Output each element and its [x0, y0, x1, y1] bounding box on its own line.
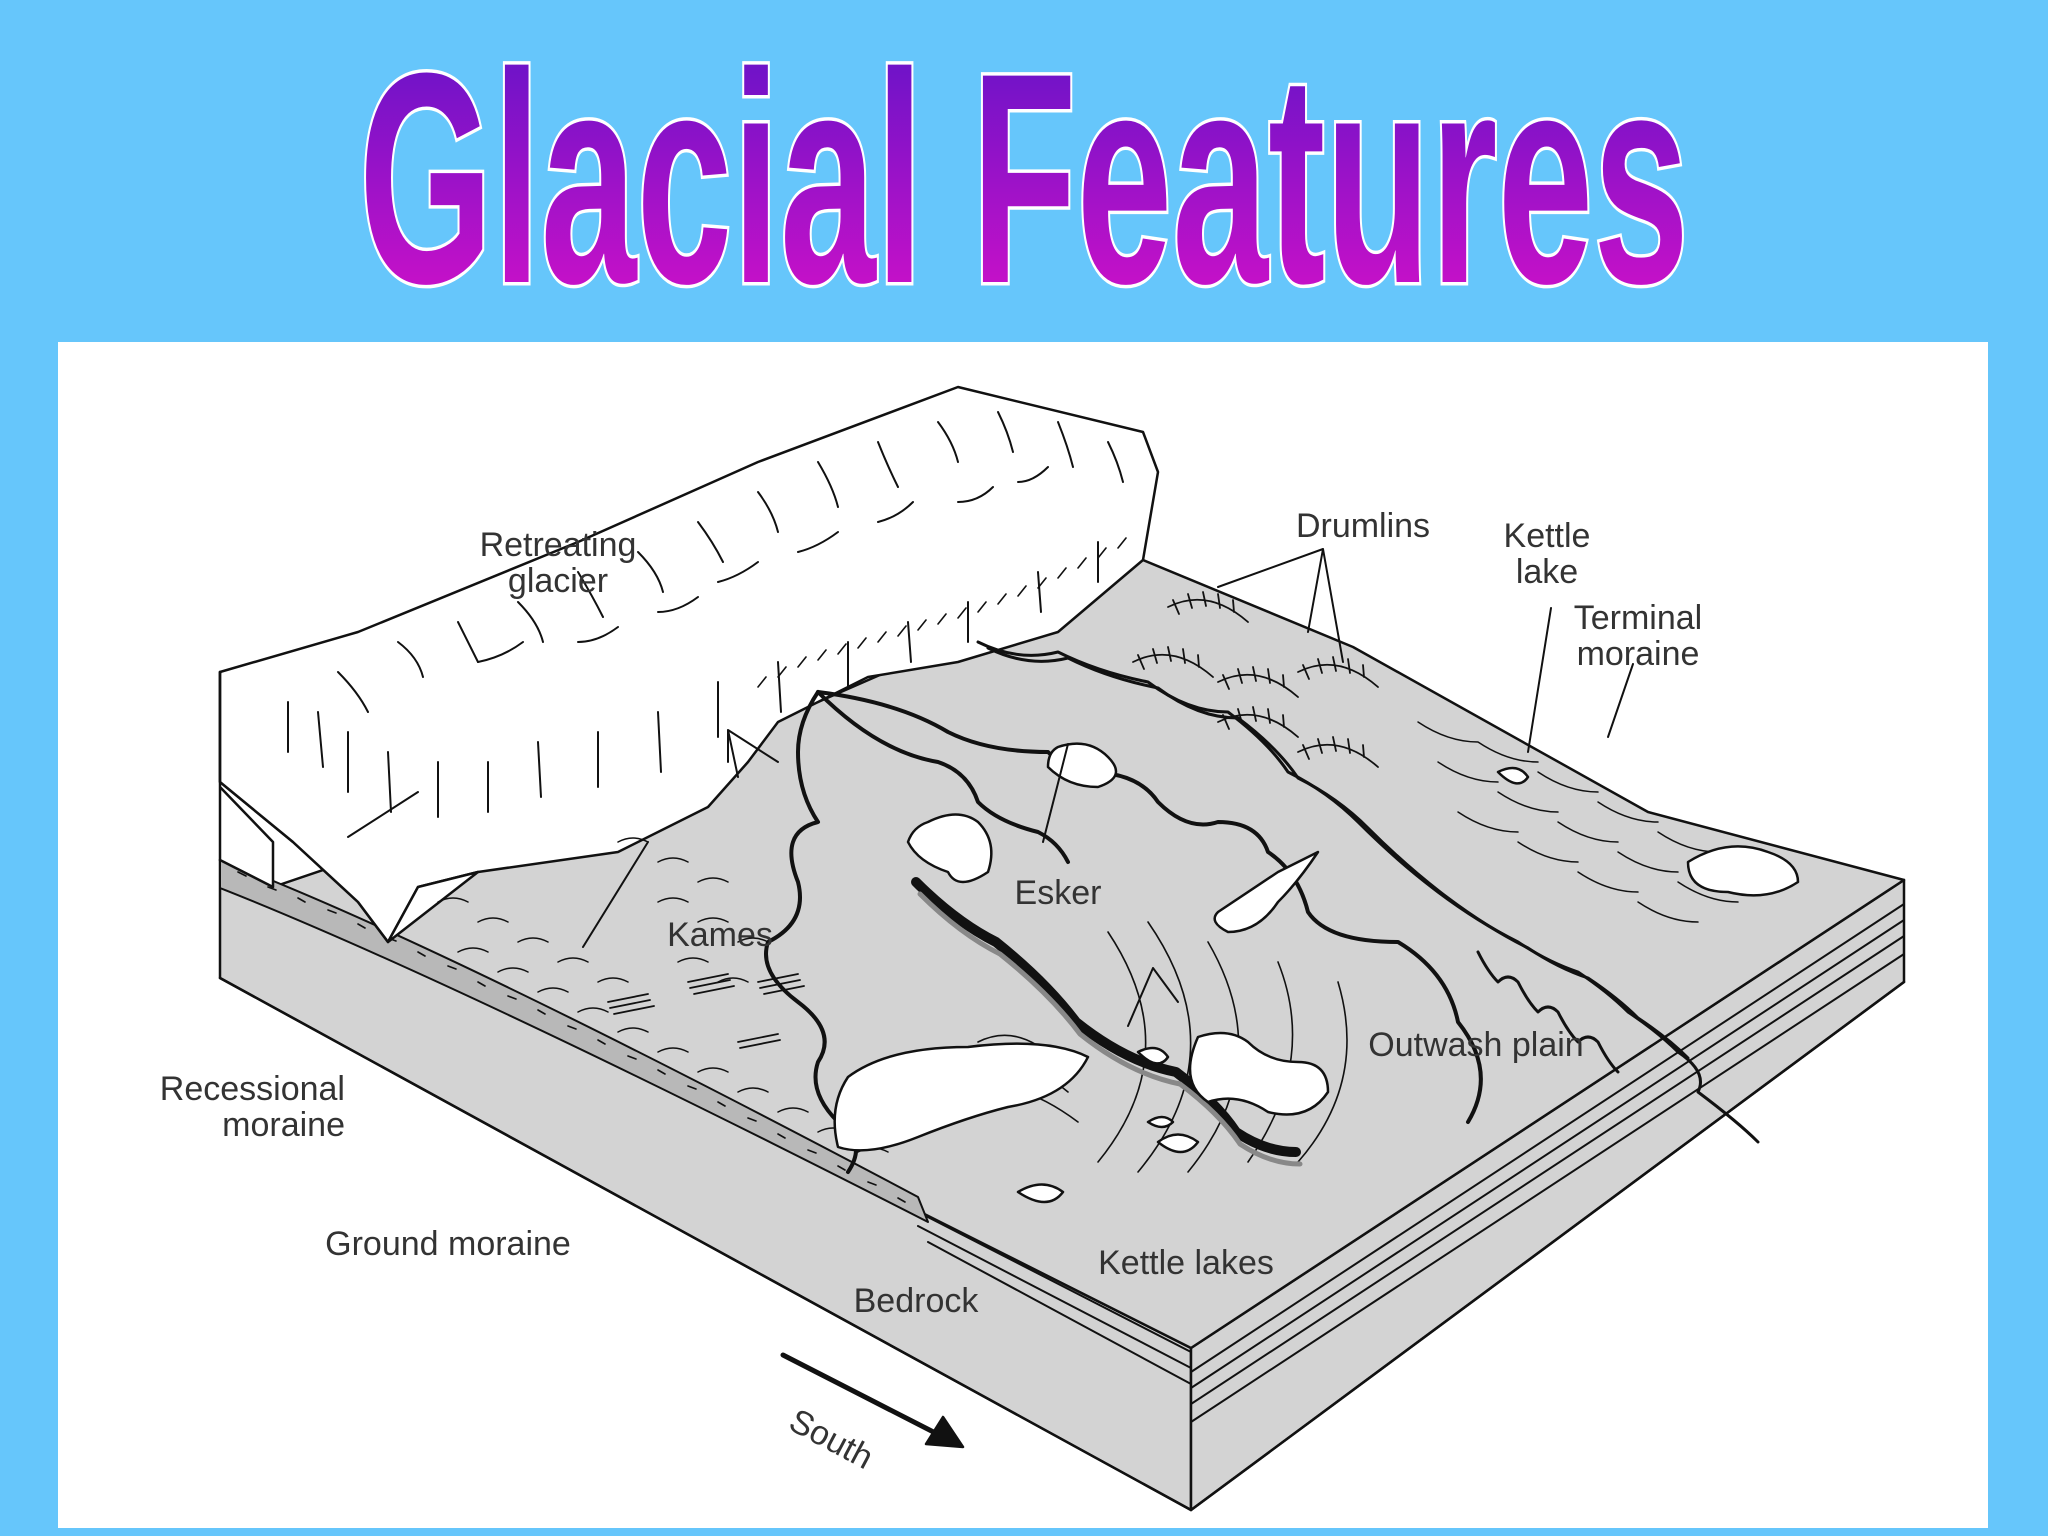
leader-lines — [347, 548, 1634, 1027]
glacial-block-diagram: Retreating glacier Drumlins Kettle lake … — [160, 385, 1906, 1512]
labels: Retreating glacier Drumlins Kettle lake … — [160, 507, 1702, 1477]
page-title: Glacial Features — [359, 10, 1689, 330]
kettle-lake — [906, 813, 993, 884]
label-retreating-glacier: Retreating — [480, 526, 637, 564]
label-esker: Esker — [1015, 874, 1102, 912]
diagram-panel: Retreating glacier Drumlins Kettle lake … — [58, 342, 1988, 1528]
label-recessional-moraine: Recessional — [160, 1070, 345, 1108]
block-bottom-edge — [218, 976, 1906, 1512]
label-kames: Kames — [667, 916, 773, 954]
kettle-lake — [1213, 850, 1320, 934]
label-kettle-lake: lake — [1516, 553, 1578, 591]
esker-ridge — [911, 877, 1301, 1157]
lakes — [833, 742, 1800, 1204]
kettle-lake — [1188, 1031, 1330, 1116]
bedrock-strata — [1190, 903, 1905, 1423]
recessional-moraine-hatch — [437, 837, 889, 1153]
label-kettle-lakes: Kettle lakes — [1098, 1244, 1274, 1282]
bedrock-strata-front — [917, 1211, 1192, 1385]
braided-stream — [976, 640, 1760, 1144]
label-south: South — [783, 1402, 879, 1477]
label-terminal-moraine: moraine — [1577, 635, 1700, 673]
esker-shadow — [917, 891, 1303, 1167]
title-banner: Glacial Features — [0, 0, 2048, 350]
label-bedrock: Bedrock — [854, 1282, 980, 1320]
kettle-lake — [1686, 845, 1800, 897]
south-arrow — [780, 1352, 956, 1445]
label-outwash-plain: Outwash plain — [1368, 1026, 1583, 1064]
kettle-lake-small — [1146, 1115, 1175, 1129]
kettle-lake-small — [1016, 1183, 1065, 1204]
glacier-front-face — [218, 670, 275, 889]
kettle-lake-small — [1156, 1133, 1200, 1154]
label-retreating-glacier: glacier — [508, 562, 608, 600]
label-drumlins: Drumlins — [1296, 507, 1430, 545]
label-recessional-moraine: moraine — [222, 1106, 345, 1144]
label-ground-moraine: Ground moraine — [325, 1225, 571, 1263]
kettle-lake-small — [1136, 1046, 1170, 1065]
kettle-lake-large — [833, 1042, 1090, 1152]
glacier-snout-hatch — [757, 537, 1127, 688]
label-kettle-lake: Kettle — [1504, 517, 1591, 555]
terminal-moraine-hatch — [1417, 721, 1779, 923]
drumlins — [1132, 591, 1379, 768]
label-terminal-moraine: Terminal — [1574, 599, 1702, 637]
kettle-lake-small — [1496, 766, 1530, 785]
south-arrow-head — [924, 1415, 965, 1449]
glacier-crevasses — [287, 411, 1124, 818]
glacier-front — [218, 670, 480, 944]
